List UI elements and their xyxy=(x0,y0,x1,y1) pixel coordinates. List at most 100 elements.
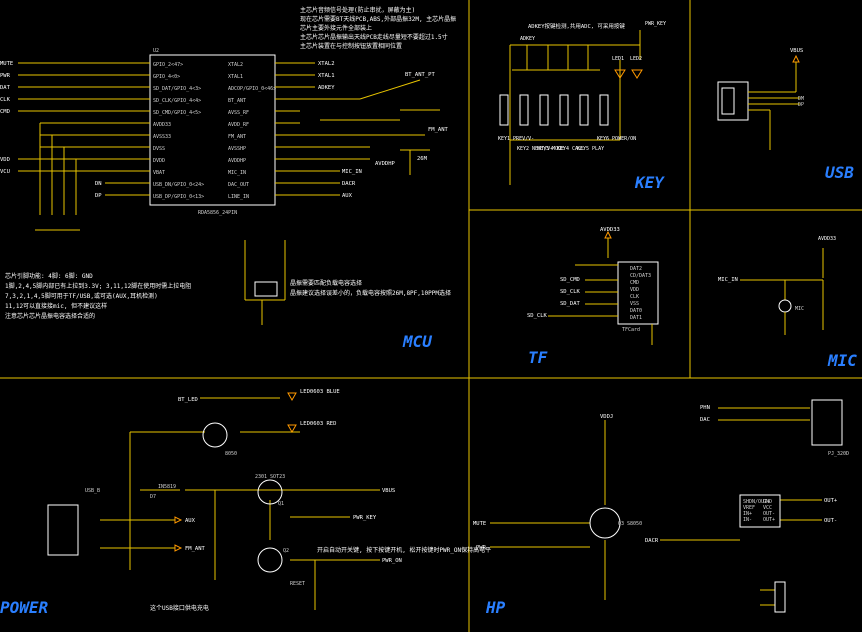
jack-label: PJ_320D xyxy=(828,451,849,457)
pin-label: ADCOP/GPIO_0<46> xyxy=(228,86,276,92)
usb-pin-label: DP xyxy=(798,102,804,108)
headphone-jack[interactable] xyxy=(811,399,843,446)
pin-label: CMD xyxy=(630,280,639,286)
key-switch[interactable] xyxy=(599,94,609,126)
pin-label: CD/DAT3 xyxy=(630,273,651,279)
net-label: DP xyxy=(95,193,102,199)
net-label: VCU xyxy=(0,169,10,175)
net-label: AUX xyxy=(185,518,196,524)
hp-amp-pins: SHDN/OUT+ VREF IN+ IN- GND VCC OUT- OUT+ xyxy=(743,499,775,523)
power-note: 开启自动开关键, 按下按键开机, 松开按键时PWR_ON保持高电平 xyxy=(317,546,491,554)
mcu-notes: 主芯片音频信号处理(防止串扰，屏蔽为主) 现在芯片需要BT天线PCB,ABS,外… xyxy=(300,6,456,50)
part-label: D7 xyxy=(150,494,156,500)
pin-label: DAC_OUT xyxy=(228,182,249,188)
pin-label: USB_DN/GPIO_0<24> xyxy=(153,182,204,188)
note-line: 注意芯片芯片晶振电容选择合适的 xyxy=(5,312,95,320)
net-label: ADKEY xyxy=(318,85,335,91)
pin-label: AVSS33 xyxy=(153,134,171,140)
crystal-note: 晶振建议选择误差小的，负载电容按照26M,8PF,10PPM选择 xyxy=(290,289,451,297)
tf-connector-label: TFCard xyxy=(622,327,640,333)
key-label: KEY6 POWER/ON xyxy=(597,136,636,142)
usb-b-connector[interactable] xyxy=(47,504,79,556)
mic-section: AVDD33 MIC_IN MIC MIC xyxy=(718,236,857,370)
mic-label: MIC xyxy=(795,306,804,312)
net-label: MUTE xyxy=(473,521,486,527)
pin-label: XTAL2 xyxy=(228,62,243,68)
mcu-chip-ref: U2 xyxy=(153,48,159,54)
note-line: 主芯片芯片晶振输出天线PCB走线尽量短不要超过1.5寸 xyxy=(300,33,448,41)
key-switch[interactable] xyxy=(559,94,569,126)
key-switch[interactable] xyxy=(499,94,509,126)
usb-section: VBUS DM DP USB xyxy=(717,48,854,182)
led-icon xyxy=(631,69,643,79)
key-section: ADKEY按键检测,共用ADC, 可采用按键 ADKEY PWR_KEY KEY… xyxy=(498,21,666,192)
net-label: PWR_ON xyxy=(382,558,402,564)
transistor-icon xyxy=(202,422,228,448)
key-label: KEY5 PLAY xyxy=(577,146,604,152)
pin-label: SD_CMD/GPIO_4<5> xyxy=(153,110,201,116)
pin-label: DAT1 xyxy=(630,315,642,321)
net-label: LED0603 RED xyxy=(300,421,336,427)
reset-label: RESET xyxy=(290,581,305,587)
pin-label: DVSS xyxy=(153,146,165,152)
pin-label: AVDD_RF xyxy=(228,122,249,128)
net-label: AVDDHP xyxy=(375,161,396,167)
net-label: MIC_IN xyxy=(718,277,738,283)
led-icon xyxy=(614,69,626,79)
pin-label: OUT+ xyxy=(763,517,775,523)
mic-vcc-label: AVDD33 xyxy=(818,236,836,242)
key-label: LED2 xyxy=(630,56,642,62)
part-label: Q3 S8050 xyxy=(618,521,642,527)
key-switches xyxy=(499,69,643,126)
hp-section: VDDJ MUTE PWR DACR DAC PHN OUT+ OUT- SHD… xyxy=(473,399,849,617)
pin-label: IN+ xyxy=(743,511,752,517)
net-label: XTAL1 xyxy=(318,73,335,79)
key-label: KEY2 NEXT/V+ xyxy=(517,146,553,152)
key-switch[interactable] xyxy=(579,94,589,126)
net-label: PWR xyxy=(476,545,487,551)
net-label: AUX xyxy=(342,193,353,199)
pin-label: SD_DAT/GPIO_4<3> xyxy=(153,86,201,92)
net-label: SD_CMD xyxy=(560,277,580,283)
pin-label: AVDDHP xyxy=(228,158,246,164)
pin-label: AVSSHP xyxy=(228,146,246,152)
note-line: 主芯片装置在与控制按钮放置相同位置 xyxy=(300,42,402,50)
net-label: DACR xyxy=(645,538,659,544)
key-label: KEY4 CALL xyxy=(557,146,584,152)
pin-label: DAT0 xyxy=(630,308,642,314)
part-label: 8050 xyxy=(225,451,237,457)
pin-label: IN- xyxy=(743,517,752,523)
mcu-right-pins: XTAL2 XTAL1 ADCOP/GPIO_0<46> BT_ANT AVSS… xyxy=(228,62,276,200)
pin-label: VDD xyxy=(630,287,639,293)
net-label: OUT- xyxy=(824,518,837,524)
section-title-mcu: MCU xyxy=(402,332,432,351)
section-title-key: KEY xyxy=(634,173,665,192)
mcu-right-wires xyxy=(275,62,440,196)
tf-connector[interactable] xyxy=(617,261,659,325)
key-switch[interactable] xyxy=(539,94,549,126)
tf-pins: DAT2 CD/DAT3 CMD VDD CLK VSS DAT0 DAT1 xyxy=(630,266,651,321)
transistor-icon xyxy=(589,507,621,539)
hp-amp-chip[interactable] xyxy=(739,494,781,528)
key-switch[interactable] xyxy=(519,94,529,126)
net-label: FM_ANT xyxy=(185,546,206,552)
pin-label: FM_ANT xyxy=(228,134,246,140)
usb-pin-label: DM xyxy=(798,96,804,102)
net-label: BT_LED xyxy=(178,397,198,403)
net-label: LED0603 BLUE xyxy=(300,389,340,395)
mcu-left-wires xyxy=(18,62,150,231)
pin-label: AVSS_RF xyxy=(228,110,249,116)
net-label: DAC xyxy=(700,417,710,423)
note-line: 芯片主要外接元件全部装上 xyxy=(300,24,372,32)
hp-output-connector[interactable] xyxy=(774,581,786,613)
usb-connector[interactable] xyxy=(717,81,749,121)
mcu-chip[interactable] xyxy=(149,54,276,206)
net-label: CLK xyxy=(0,97,11,103)
part-label: 2301 SOT23 xyxy=(255,474,285,480)
mcu-left-pins: GPIO_2<47> GPIO_4<0> SD_DAT/GPIO_4<3> SD… xyxy=(153,62,204,200)
section-title-mic: MIC xyxy=(827,351,857,370)
pin-label: OUT- xyxy=(763,511,775,517)
